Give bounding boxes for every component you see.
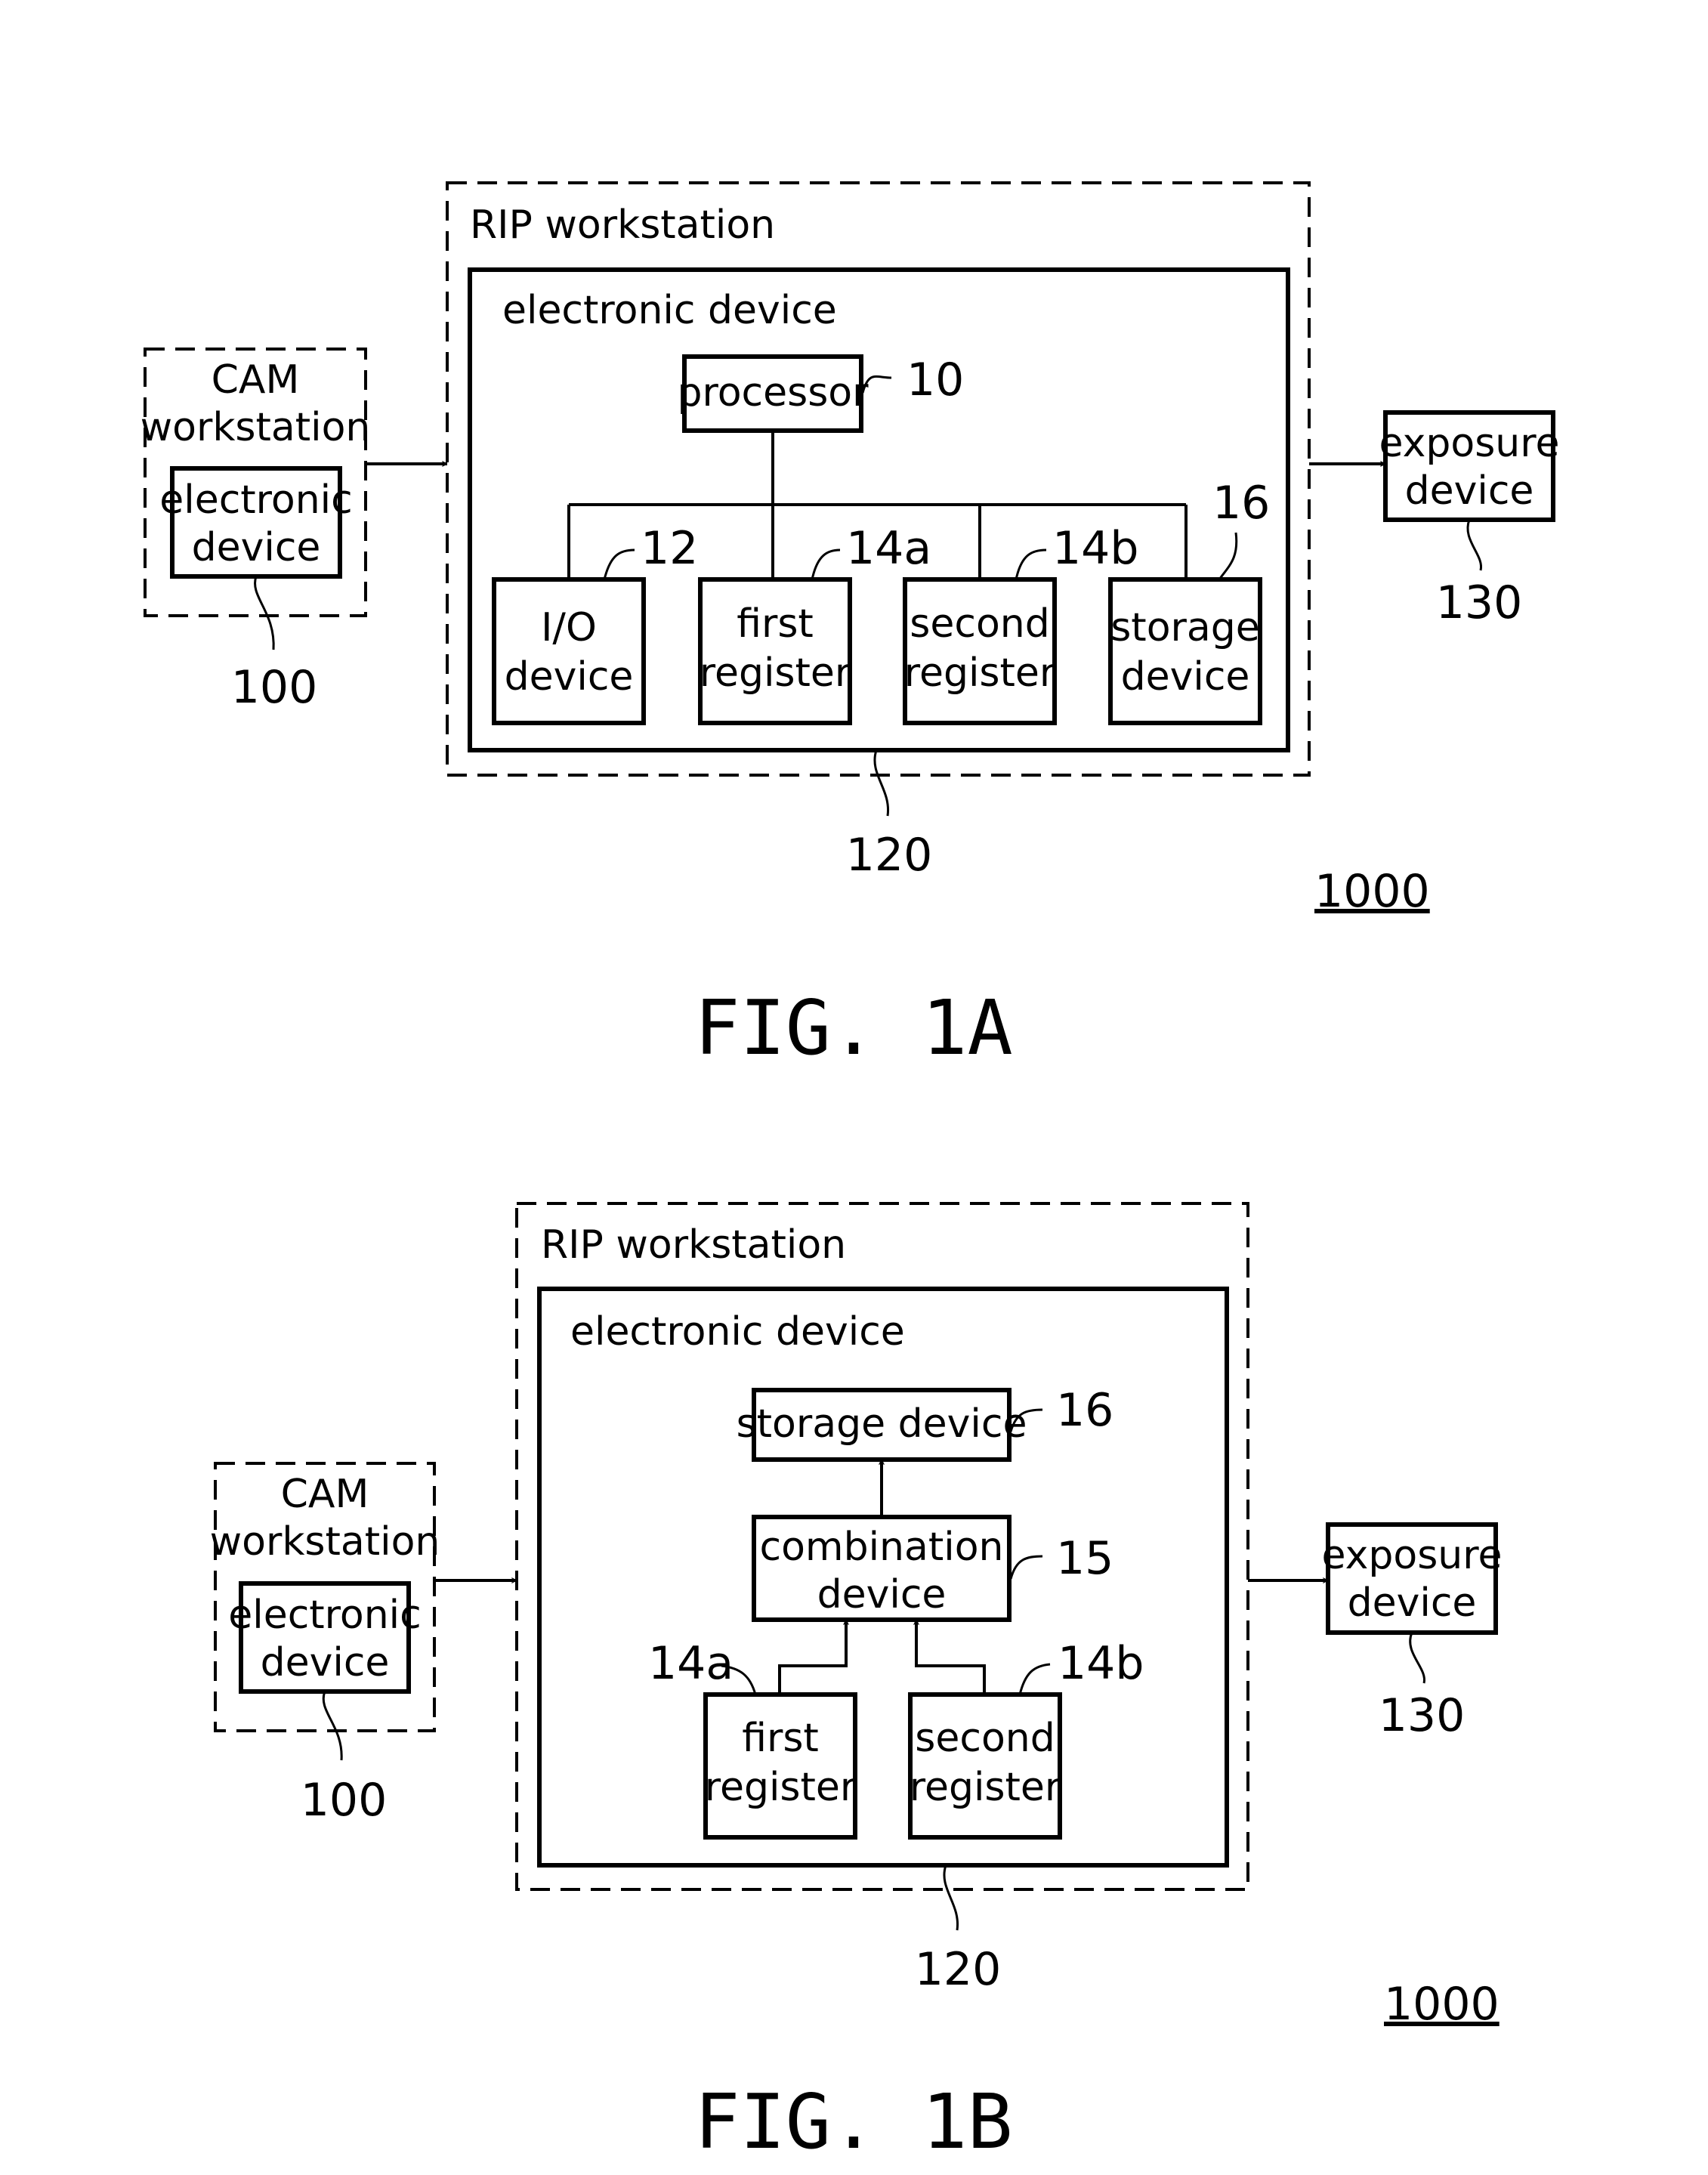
second-register-ref-leader bbox=[1016, 550, 1046, 579]
io-ref-leader bbox=[604, 550, 635, 579]
rip-ref: 120 bbox=[846, 829, 933, 882]
exposure-device-label-line2: device bbox=[1348, 1580, 1477, 1626]
second-register-label-line2: register bbox=[910, 1765, 1061, 1810]
io-device-box bbox=[494, 579, 644, 723]
figure-1b: RIP workstation electronic device storag… bbox=[210, 1203, 1503, 2166]
cam-workstation-label-line2: workstation bbox=[141, 405, 371, 450]
second-register-label-line2: register bbox=[904, 650, 1056, 696]
first-register-ref: 14a bbox=[846, 522, 931, 575]
first-register-label-line1: first bbox=[737, 601, 814, 647]
cam-workstation-label-line1: CAM bbox=[212, 357, 300, 403]
rip-ref-leader bbox=[875, 750, 888, 816]
cam-ref: 100 bbox=[231, 661, 318, 714]
storage-ref: 16 bbox=[1212, 477, 1270, 530]
first-register-label-line2: register bbox=[705, 1765, 857, 1810]
combination-ref-leader bbox=[1011, 1556, 1042, 1579]
exposure-device-label-line2: device bbox=[1405, 468, 1534, 514]
processor-ref: 10 bbox=[907, 354, 964, 406]
cam-electronic-device-label-line1: electronic bbox=[159, 477, 352, 523]
combination-device-label-line2: device bbox=[817, 1572, 947, 1617]
storage-device-label-line2: device bbox=[1121, 654, 1250, 700]
exposure-device-label-line1: exposure bbox=[1379, 421, 1560, 466]
second-register-ref: 14b bbox=[1052, 522, 1138, 575]
second-register-ref: 14b bbox=[1058, 1637, 1144, 1690]
storage-device-box bbox=[1110, 579, 1260, 723]
cam-workstation-label-line1: CAM bbox=[281, 1472, 369, 1517]
storage-ref-leader bbox=[1219, 533, 1237, 579]
io-device-label-line2: device bbox=[505, 654, 634, 700]
figure-caption: FIG. 1B bbox=[694, 2078, 1012, 2166]
cam-electronic-device-label-line1: electronic bbox=[228, 1593, 421, 1638]
rip-workstation-label: RIP workstation bbox=[470, 202, 775, 248]
exposure-ref-leader bbox=[1410, 1633, 1425, 1683]
first-register-ref-leader bbox=[812, 550, 840, 579]
first-register-label-line2: register bbox=[700, 650, 851, 696]
system-ref: 1000 bbox=[1384, 1978, 1500, 2031]
figure-caption: FIG. 1A bbox=[694, 984, 1012, 1072]
cam-electronic-device-label-line2: device bbox=[261, 1640, 390, 1685]
system-ref: 1000 bbox=[1314, 865, 1430, 918]
cam-ref: 100 bbox=[301, 1774, 388, 1827]
combination-ref: 15 bbox=[1056, 1532, 1113, 1585]
electronic-device-label: electronic device bbox=[502, 288, 837, 333]
io-ref: 12 bbox=[641, 522, 698, 575]
figure-1a: RIP workstation electronic device proces… bbox=[141, 183, 1560, 1072]
first-register-label-line1: first bbox=[742, 1716, 819, 1761]
second-register-ref-leader bbox=[1020, 1664, 1050, 1695]
io-device-label-line1: I/O bbox=[541, 605, 597, 650]
exposure-device-label-line1: exposure bbox=[1322, 1533, 1503, 1578]
rip-ref: 120 bbox=[915, 1943, 1002, 1996]
exposure-ref: 130 bbox=[1436, 576, 1523, 629]
cam-electronic-device-label-line2: device bbox=[192, 525, 321, 570]
second-register-label-line1: second bbox=[910, 601, 1049, 647]
rip-ref-leader bbox=[944, 1865, 958, 1930]
cam-ref-leader bbox=[255, 576, 274, 650]
electronic-device-label: electronic device bbox=[570, 1309, 905, 1355]
storage-device-label: storage device bbox=[737, 1401, 1027, 1447]
second-register-to-combination-arrow bbox=[916, 1620, 984, 1695]
processor-label: processor bbox=[677, 370, 869, 416]
combination-device-label-line1: combination bbox=[760, 1525, 1004, 1570]
exposure-ref-leader bbox=[1468, 520, 1481, 570]
storage-ref: 16 bbox=[1056, 1384, 1113, 1437]
first-register-to-combination-arrow bbox=[780, 1620, 846, 1695]
cam-workstation-label-line2: workstation bbox=[210, 1519, 440, 1565]
second-register-label-line1: second bbox=[915, 1716, 1055, 1761]
cam-ref-leader bbox=[323, 1691, 341, 1760]
rip-workstation-label: RIP workstation bbox=[541, 1222, 846, 1268]
first-register-ref: 14a bbox=[648, 1637, 734, 1690]
storage-device-label-line1: storage bbox=[1110, 605, 1260, 650]
exposure-ref: 130 bbox=[1379, 1689, 1466, 1742]
